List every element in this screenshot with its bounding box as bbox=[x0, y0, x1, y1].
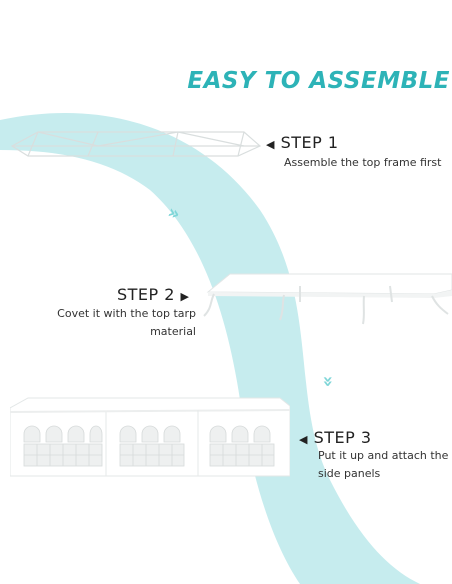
step-2-heading: STEP 2 ▶ bbox=[117, 285, 190, 304]
triangle-left-icon: ◀ bbox=[266, 138, 275, 151]
double-chevron-icon: » bbox=[317, 375, 339, 388]
step-1-desc-line: Assemble the top frame first bbox=[284, 156, 442, 169]
enclosed-tent-illustration bbox=[10, 397, 290, 477]
triangle-right-icon: ▶ bbox=[180, 290, 190, 303]
step-3-label: STEP 3 bbox=[313, 428, 372, 447]
step-3-desc-line: side panels bbox=[318, 467, 381, 480]
step-3-description: Put it up and attach the side panels bbox=[318, 447, 448, 483]
frame-illustration bbox=[10, 131, 262, 157]
triangle-left-icon: ◀ bbox=[299, 433, 308, 446]
step-1-label: STEP 1 bbox=[280, 133, 339, 152]
step-2-desc-line: Covet it with the top tarp bbox=[57, 307, 196, 320]
page-title: EASY TO ASSEMBLE bbox=[187, 68, 450, 94]
step-2-label: STEP 2 bbox=[117, 285, 175, 304]
step-1-description: Assemble the top frame first bbox=[284, 154, 441, 172]
step-2-desc-line: material bbox=[150, 325, 196, 338]
tarp-tent-illustration bbox=[203, 273, 452, 325]
step-3-desc-line: Put it up and attach the bbox=[318, 449, 449, 462]
step-1-heading: ◀ STEP 1 bbox=[266, 133, 339, 152]
step-2-description: Covet it with the top tarp material bbox=[0, 305, 196, 341]
step-3-heading: ◀ STEP 3 bbox=[299, 428, 372, 447]
